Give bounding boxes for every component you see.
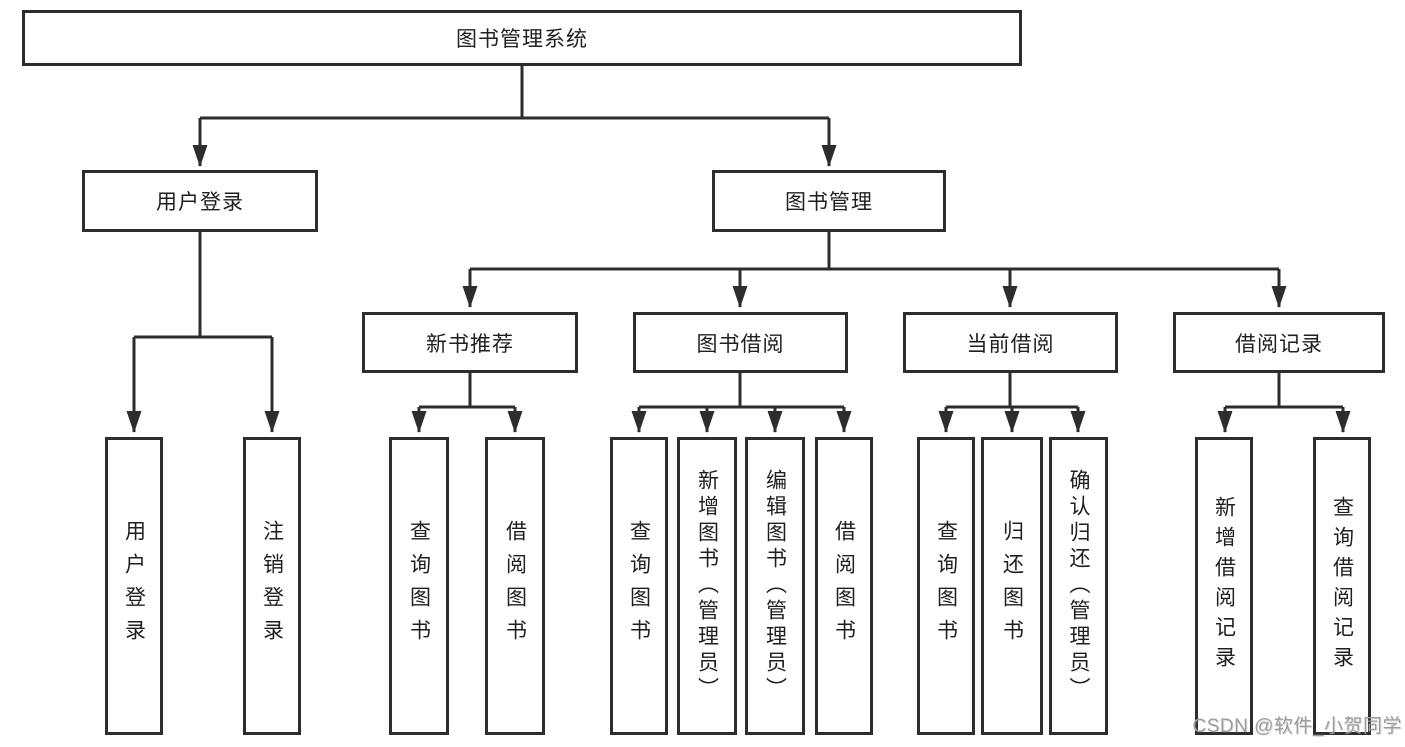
node-book-management: 图书管理 — [712, 170, 946, 232]
leaf-return-book: 归还图书 — [981, 437, 1043, 735]
node-current-borrow: 当前借阅 — [903, 312, 1118, 373]
leaf-borrow-book: 借阅图书 — [815, 437, 873, 735]
leaf-logout: 注销登录 — [243, 437, 301, 735]
node-new-book-recommend: 新书推荐 — [362, 312, 578, 373]
csdn-watermark: CSDN @软件_小贺同学 — [1192, 716, 1402, 737]
leaf-confirm-return-admin: 确认归还（管理员） — [1049, 437, 1108, 735]
leaf-query-book-recommend: 查询图书 — [389, 437, 449, 735]
node-user-login: 用户登录 — [82, 170, 318, 232]
leaf-add-book-admin: 新增图书（管理员） — [677, 437, 737, 735]
node-book-borrow: 图书借阅 — [633, 312, 848, 373]
leaf-query-borrow-record: 查询借阅记录 — [1313, 437, 1371, 735]
leaf-edit-book-admin: 编辑图书（管理员） — [745, 437, 805, 735]
leaf-borrow-book-recommend: 借阅图书 — [485, 437, 545, 735]
node-library-system: 图书管理系统 — [22, 10, 1022, 66]
leaf-query-book-current: 查询图书 — [917, 437, 975, 735]
leaf-query-book-borrow: 查询图书 — [610, 437, 668, 735]
node-borrow-records: 借阅记录 — [1173, 312, 1385, 373]
leaf-user-login: 用户登录 — [105, 437, 163, 735]
leaf-add-borrow-record: 新增借阅记录 — [1195, 437, 1253, 735]
